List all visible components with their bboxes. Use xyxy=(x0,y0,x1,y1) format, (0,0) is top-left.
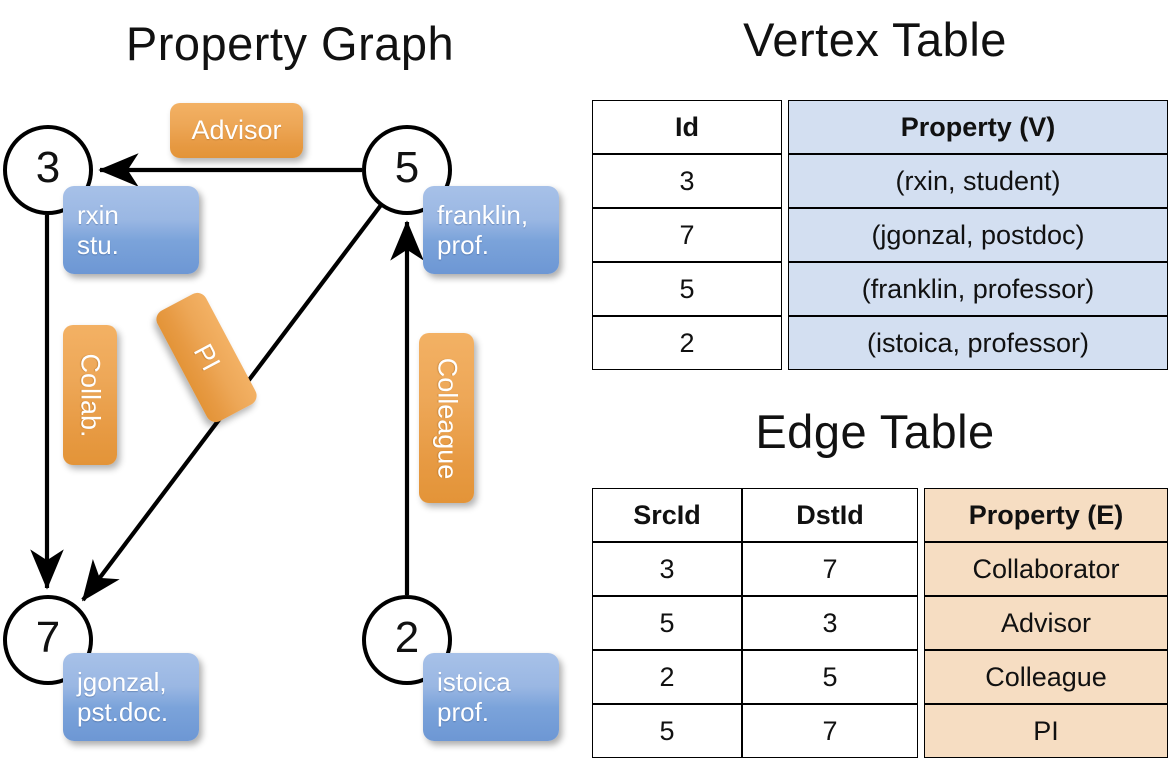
edge-table-header-srcid: SrcId xyxy=(592,488,742,542)
edge-row-0-dstid: 7 xyxy=(742,542,918,596)
vertex-row-2-id: 5 xyxy=(592,262,782,316)
edge-row-3-srcid: 5 xyxy=(592,704,742,758)
edge-table-header-row: SrcId DstId Property (E) xyxy=(592,488,1168,542)
edge-row-1-srcid: 5 xyxy=(592,596,742,650)
edge-table-header-property: Property (E) xyxy=(924,488,1168,542)
table-row[interactable]: 5 3 Advisor xyxy=(592,596,1168,650)
graph-node-7-label: 7 xyxy=(35,613,61,662)
vertex-row-3-property: (istoica, professor) xyxy=(788,316,1168,370)
vertex-property-2-line1: istoica xyxy=(437,667,511,698)
page-title-edge-table: Edge Table xyxy=(755,405,995,458)
edge-label-box-colleague: Colleague xyxy=(419,333,474,503)
edge-label-box-collab: Collab. xyxy=(63,325,117,465)
vertex-table-header-row: Id Property (V) xyxy=(592,100,1168,154)
graph-node-5[interactable]: 5 xyxy=(362,125,452,215)
vertex-property-box-5: franklin, prof. xyxy=(423,186,559,274)
edge-row-1-dstid: 3 xyxy=(742,596,918,650)
page-title-vertex-table: Vertex Table xyxy=(743,13,1007,66)
table-row[interactable]: 2 (istoica, professor) xyxy=(592,316,1168,370)
table-row[interactable]: 7 (jgonzal, postdoc) xyxy=(592,208,1168,262)
vertex-property-7-line2: pst.doc. xyxy=(77,696,169,727)
edge-row-1-property: Advisor xyxy=(924,596,1168,650)
vertex-row-0-id: 3 xyxy=(592,154,782,208)
table-row[interactable]: 3 (rxin, student) xyxy=(592,154,1168,208)
vertex-property-3-line1: rxin xyxy=(77,200,119,231)
edge-row-0-srcid: 3 xyxy=(592,542,742,596)
table-row[interactable]: 2 5 Colleague xyxy=(592,650,1168,704)
graph-node-2[interactable]: 2 xyxy=(362,595,452,685)
vertex-table-header-id: Id xyxy=(592,100,782,154)
edge-label-pi: PI xyxy=(187,338,227,376)
graph-node-5-label: 5 xyxy=(394,143,420,192)
vertex-property-5-line2: prof. xyxy=(437,229,490,260)
edge-row-3-property: PI xyxy=(924,704,1168,758)
vertex-row-1-property: (jgonzal, postdoc) xyxy=(788,208,1168,262)
table-row[interactable]: 3 7 Collaborator xyxy=(592,542,1168,596)
vertex-property-5-line1: franklin, xyxy=(437,200,529,231)
vertex-table-header-property: Property (V) xyxy=(788,100,1168,154)
page-title-property-graph: Property Graph xyxy=(125,17,455,70)
vertex-row-1-id: 7 xyxy=(592,208,782,262)
edge-label-box-advisor: Advisor xyxy=(170,103,303,158)
edge-row-2-property: Colleague xyxy=(924,650,1168,704)
edge-row-2-dstid: 5 xyxy=(742,650,918,704)
edge-row-2-srcid: 2 xyxy=(592,650,742,704)
vertex-property-3-line2: stu. xyxy=(77,229,119,260)
vertex-table: Id Property (V) 3 (rxin, student) 7 (jgo… xyxy=(592,100,1168,370)
vertex-property-box-7: jgonzal, pst.doc. xyxy=(63,653,199,741)
edge-table: SrcId DstId Property (E) 3 7 Collaborato… xyxy=(592,488,1168,758)
edge-label-collab: Collab. xyxy=(75,352,106,438)
vertex-property-box-3: rxin stu. xyxy=(63,186,199,274)
edge-row-3-dstid: 7 xyxy=(742,704,918,758)
graph-node-3-label: 3 xyxy=(35,143,61,192)
vertex-property-box-2: istoica prof. xyxy=(423,653,559,741)
graph-node-2-label: 2 xyxy=(394,613,420,662)
table-row[interactable]: 5 (franklin, professor) xyxy=(592,262,1168,316)
vertex-property-2-line2: prof. xyxy=(437,696,490,727)
table-row[interactable]: 5 7 PI xyxy=(592,704,1168,758)
edge-row-0-property: Collaborator xyxy=(924,542,1168,596)
vertex-row-3-id: 2 xyxy=(592,316,782,370)
edge-label-colleague: Colleague xyxy=(432,357,462,479)
vertex-row-2-property: (franklin, professor) xyxy=(788,262,1168,316)
edge-table-header-dstid: DstId xyxy=(742,488,918,542)
edge-label-advisor: Advisor xyxy=(191,115,282,145)
vertex-property-7-line1: jgonzal, xyxy=(77,667,167,698)
vertex-row-0-property: (rxin, student) xyxy=(788,154,1168,208)
